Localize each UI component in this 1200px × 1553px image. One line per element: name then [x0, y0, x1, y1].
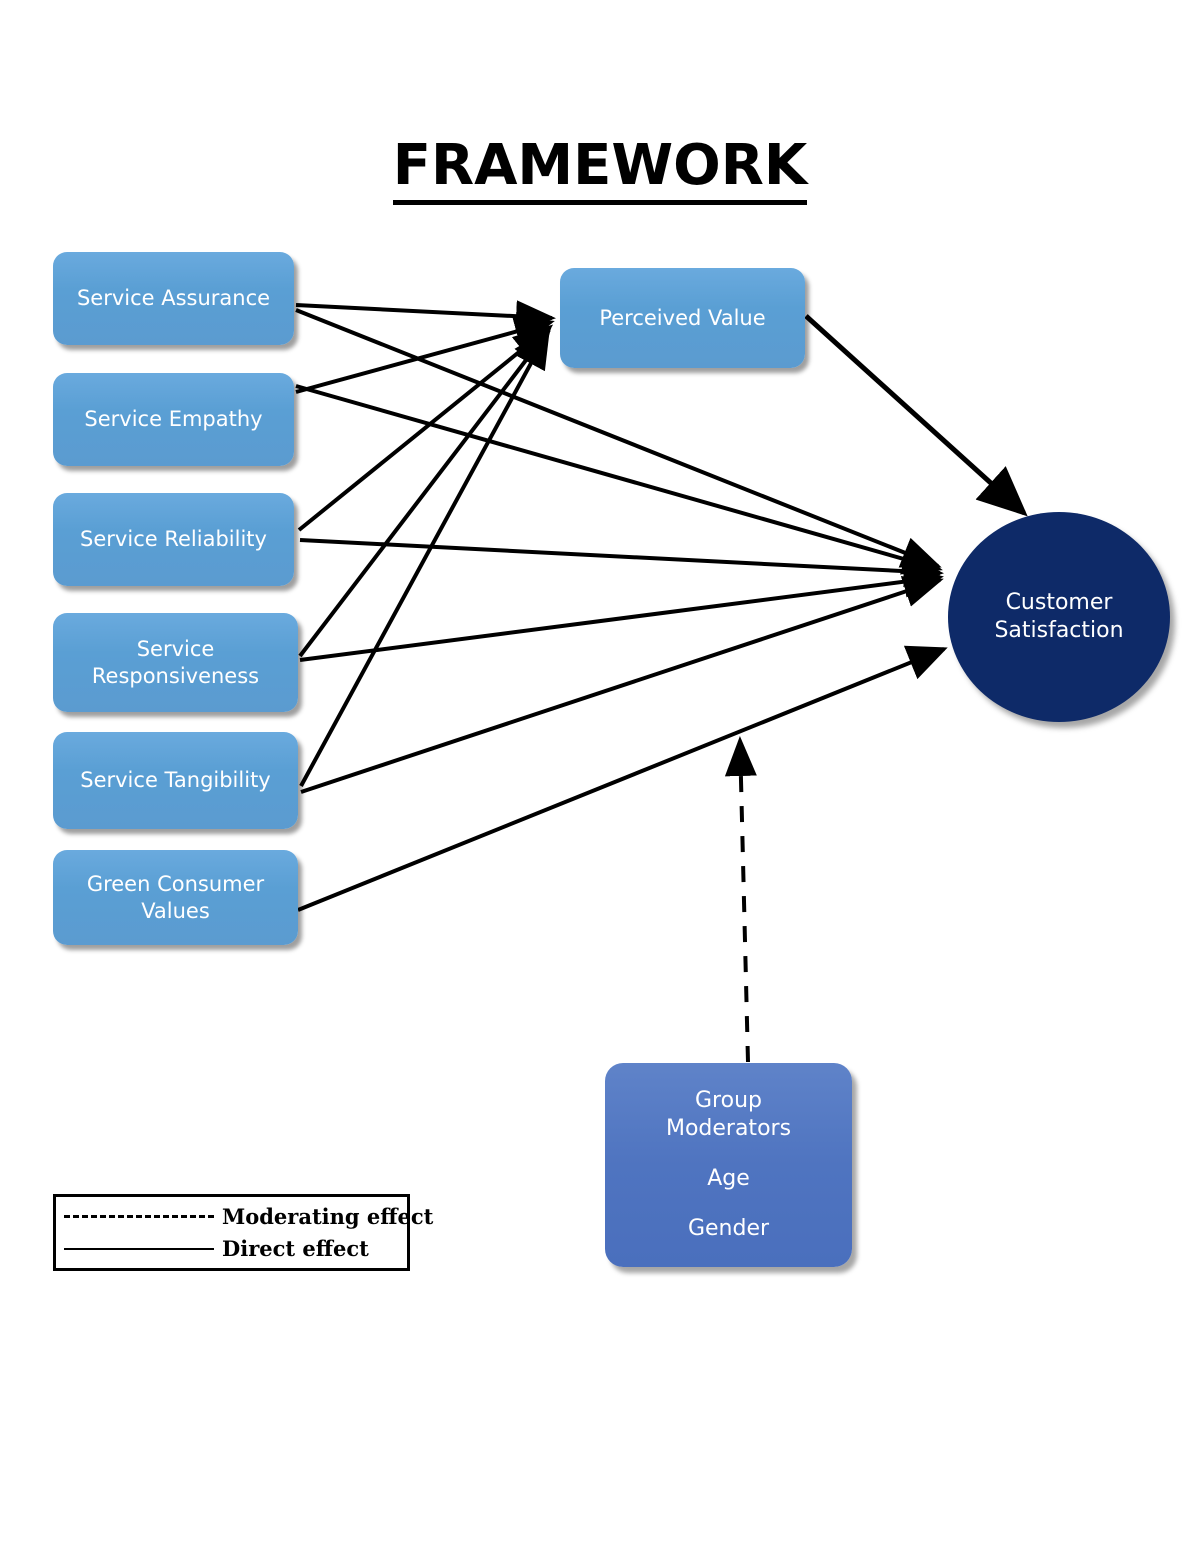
- node-green-consumer-values-line2: Values: [141, 898, 210, 923]
- node-group-moderators[interactable]: Group Moderators Age Gender: [605, 1063, 852, 1267]
- node-green-consumer-values[interactable]: Green Consumer Values: [53, 850, 298, 945]
- node-group-moderators-line2: Moderators: [665, 1115, 792, 1141]
- edge-perceived-value-to-customer-satisfaction: [804, 314, 1028, 517]
- node-customer-satisfaction-line2: Satisfaction: [994, 618, 1124, 643]
- node-service-tangibility[interactable]: Service Tangibility: [53, 732, 298, 829]
- node-service-assurance[interactable]: Service Assurance: [53, 252, 294, 345]
- edge-service-reliability-to-perceived-value: [297, 324, 554, 532]
- node-perceived-value-label: Perceived Value: [599, 305, 766, 330]
- edges-to-perceived-value: [295, 300, 556, 787]
- legend-row-moderating: Moderating effect: [56, 1201, 433, 1233]
- node-service-tangibility-label: Service Tangibility: [80, 768, 271, 793]
- node-customer-satisfaction[interactable]: Customer Satisfaction: [948, 512, 1170, 722]
- dashed-line-icon: [64, 1215, 214, 1218]
- legend: Moderating effect Direct effect: [53, 1194, 433, 1271]
- edge-service-reliability-to-customer-satisfaction: [299, 538, 944, 588]
- edge-service-empathy-to-perceived-value: [295, 316, 555, 394]
- node-service-reliability[interactable]: Service Reliability: [53, 493, 294, 586]
- node-customer-satisfaction-line1: Customer: [1005, 589, 1113, 615]
- page-title: FRAMEWORK: [0, 133, 1200, 205]
- node-perceived-value[interactable]: Perceived Value: [560, 268, 805, 368]
- edge-service-empathy-to-customer-satisfaction: [295, 384, 943, 575]
- edge-group-moderators-moderating: [724, 736, 757, 1063]
- node-service-responsiveness[interactable]: Service Responsiveness: [53, 613, 298, 712]
- edges-to-customer-satisfaction: [295, 308, 948, 912]
- legend-row-direct: Direct effect: [56, 1233, 407, 1265]
- edge-service-responsiveness-to-perceived-value: [298, 326, 552, 658]
- node-service-empathy[interactable]: Service Empathy: [53, 373, 294, 466]
- node-group-moderators-line4: Gender: [687, 1216, 770, 1242]
- node-green-consumer-values-line1: Green Consumer: [86, 871, 265, 896]
- node-service-empathy-label: Service Empathy: [84, 407, 263, 432]
- edge-service-assurance-to-perceived-value: [295, 300, 556, 333]
- solid-line-icon: [64, 1247, 214, 1250]
- edge-green-consumer-values-to-customer-satisfaction: [297, 645, 948, 912]
- legend-label-moderating: Moderating effect: [222, 1204, 434, 1229]
- node-service-reliability-label: Service Reliability: [80, 527, 267, 552]
- edge-service-tangibility-to-customer-satisfaction: [300, 576, 944, 794]
- node-group-moderators-line1: Group: [695, 1087, 762, 1113]
- edge-service-responsiveness-to-customer-satisfaction: [299, 565, 944, 662]
- node-service-responsiveness-line2: Responsiveness: [91, 663, 260, 688]
- node-group-moderators-line3: Age: [707, 1166, 750, 1191]
- legend-label-direct: Direct effect: [222, 1236, 369, 1261]
- node-service-assurance-label: Service Assurance: [76, 286, 271, 311]
- edge-service-tangibility-to-perceived-value: [299, 328, 550, 787]
- page-title-text: FRAMEWORK: [392, 133, 808, 205]
- node-service-responsiveness-line1: Service: [136, 636, 215, 661]
